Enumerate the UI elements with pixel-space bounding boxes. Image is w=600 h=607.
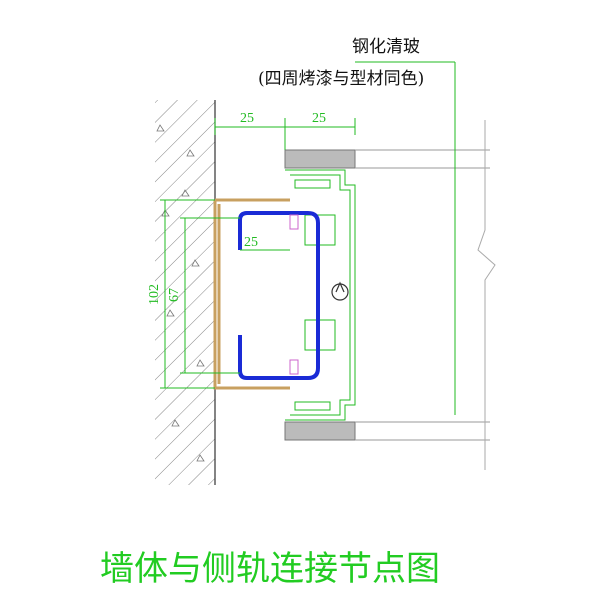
c-channel	[238, 211, 349, 380]
dim-label-overall-height: 102	[147, 284, 162, 305]
channel-screw-top	[289, 214, 299, 230]
bracket-plate	[213, 198, 290, 390]
dim-label-top-right: 25	[312, 111, 326, 126]
glass-pane	[284, 120, 496, 470]
dimension-lines	[160, 61, 456, 415]
break-line	[477, 120, 496, 470]
fastener-bolt-arrow	[335, 281, 345, 293]
drawing-caption: 墙体与侧轨连接节点图	[100, 549, 440, 589]
dim-label-inner: 25	[244, 235, 258, 250]
fastener-bolt	[331, 283, 349, 301]
dim-label-inner-height: 67	[167, 288, 182, 302]
glass-bottom-edge	[284, 421, 356, 441]
dim-label-top-left: 25	[240, 111, 254, 126]
annotation-line-2: (四周烤漆与型材同色)	[258, 69, 424, 89]
annotation-line-1: 钢化清玻	[352, 37, 420, 57]
wall-aggregate-marks	[156, 124, 205, 462]
glass-top-edge	[284, 149, 356, 169]
channel-screw-bottom	[289, 359, 299, 375]
